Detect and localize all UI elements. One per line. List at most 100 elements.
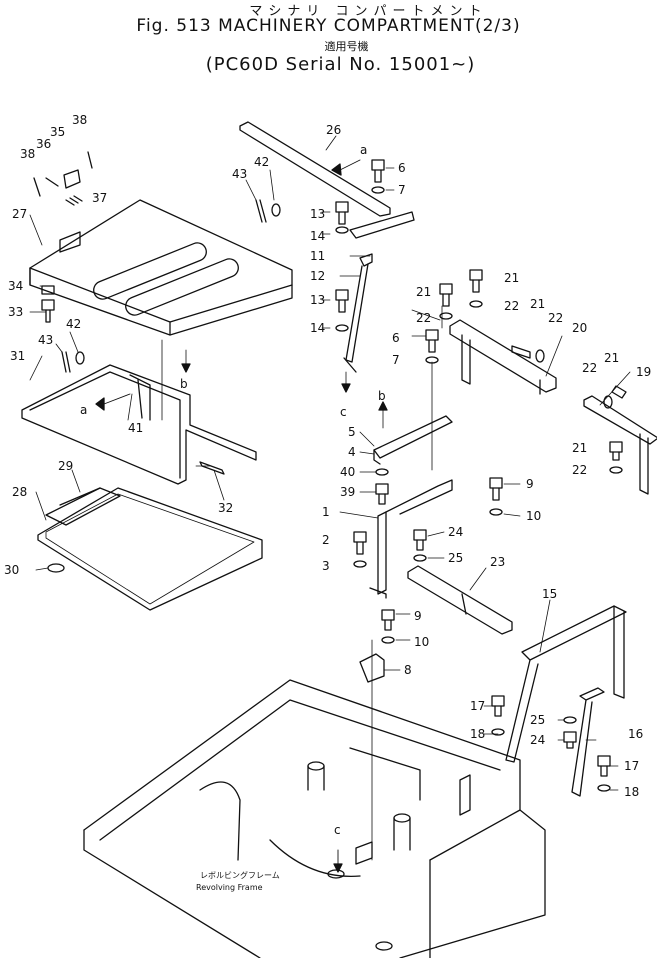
callout-18: 18 [624,785,639,799]
callout-21: 21 [530,297,545,311]
callout-13: 13 [310,207,325,221]
frame-15 [505,605,627,763]
callout-23: 23 [490,555,505,569]
callout-11: 11 [310,249,325,263]
callout-21: 21 [504,271,519,285]
arrow-line-a1 [103,393,131,405]
callout-38: 38 [20,147,35,161]
callout-18: 18 [470,727,485,741]
bracket-19 [583,395,657,495]
hood-cover [29,199,293,336]
callout-3: 3 [322,559,330,573]
callout-28: 28 [12,485,27,499]
callout-43: 43 [38,333,53,347]
ref-a: a [80,403,87,417]
callout-22: 22 [416,311,431,325]
callout-21: 21 [572,441,587,455]
callout-17: 17 [624,759,639,773]
pin-43-left [61,351,71,373]
callout-43: 43 [232,167,247,181]
revolving-frame-label: Revolving Frame [196,883,263,892]
latch-parts [33,151,93,206]
stay-1 [369,479,453,599]
callout-22: 22 [504,299,519,313]
callout-21: 21 [416,285,431,299]
callout-4: 4 [348,445,356,459]
callout-7: 7 [398,183,406,197]
bracket-8 [359,653,385,683]
callout-6: 6 [392,331,400,345]
serial-range: (PC60D Serial No. 15001~) [205,54,476,75]
callout-15: 15 [542,587,557,601]
ref-b: b [180,377,188,391]
callout-29: 29 [58,459,73,473]
callout-17: 17 [470,699,485,713]
fasteners-21-22 [425,269,627,474]
callout-38: 38 [72,113,87,127]
callout-14: 14 [310,229,325,243]
callout-31: 31 [10,349,25,363]
callout-1: 1 [322,505,330,519]
arrow-line-a2 [339,159,361,171]
ref-c: c [334,823,341,837]
callout-9: 9 [414,609,422,623]
callout-12: 12 [310,269,325,283]
callout-19: 19 [636,365,651,379]
revolving-frame [83,679,546,958]
bracket-26 [239,121,415,239]
callout-30: 30 [4,563,19,577]
callout-42: 42 [254,155,269,169]
callout-8: 8 [404,663,412,677]
callout-36: 36 [36,137,51,151]
callout-10: 10 [414,635,429,649]
callout-2: 2 [322,533,330,547]
washer-42-left [75,351,85,365]
callout-22: 22 [572,463,587,477]
callout-9: 9 [526,477,534,491]
bracket-23 [407,565,513,635]
callout-10: 10 [526,509,541,523]
callout-27: 27 [12,207,27,221]
bar-41 [129,374,151,421]
figure-title: Fig. 513 MACHINERY COMPARTMENT(2/3) [136,16,521,36]
callout-26: 26 [326,123,341,137]
ref-c: c [340,405,347,419]
callout-14: 14 [310,321,325,335]
callout-6: 6 [398,161,406,175]
support-5 [373,415,453,465]
callout-22: 22 [548,311,563,325]
japanese-title: マシナリ コンパートメント [249,4,488,19]
bracket-20 [449,319,557,395]
floor-mat [37,487,263,611]
stay-16 [571,687,605,797]
callout-41: 41 [128,421,143,435]
stay-12 [343,253,373,373]
leader-lines [29,135,631,791]
seal-32 [199,461,225,475]
callout-32: 32 [218,501,233,515]
callout-35: 35 [50,125,65,139]
callout-39: 39 [340,485,355,499]
callout-22: 22 [582,361,597,375]
callout-40: 40 [340,465,355,479]
applicability-label: 適用号機 [324,40,369,53]
callout-13: 13 [310,293,325,307]
revolving-frame-label-jp: レボルビングフレーム [200,870,280,880]
callout-7: 7 [392,353,400,367]
callout-20: 20 [572,321,587,335]
callout-37: 37 [92,191,107,205]
seal-frame [21,364,257,485]
callout-25: 25 [530,713,545,727]
reference-arrows [95,163,388,873]
fasteners-upper [255,159,385,332]
callout-24: 24 [530,733,545,747]
callout-25: 25 [448,551,463,565]
callout-34: 34 [8,279,23,293]
fasteners-2-3 [353,468,503,644]
callout-21: 21 [604,351,619,365]
callout-33: 33 [8,305,23,319]
washer-30 [47,563,65,573]
callout-labels: 38 36 35 38 37 27 34 33 42 43 31 a 41 b … [4,113,651,892]
callout-42: 42 [66,317,81,331]
